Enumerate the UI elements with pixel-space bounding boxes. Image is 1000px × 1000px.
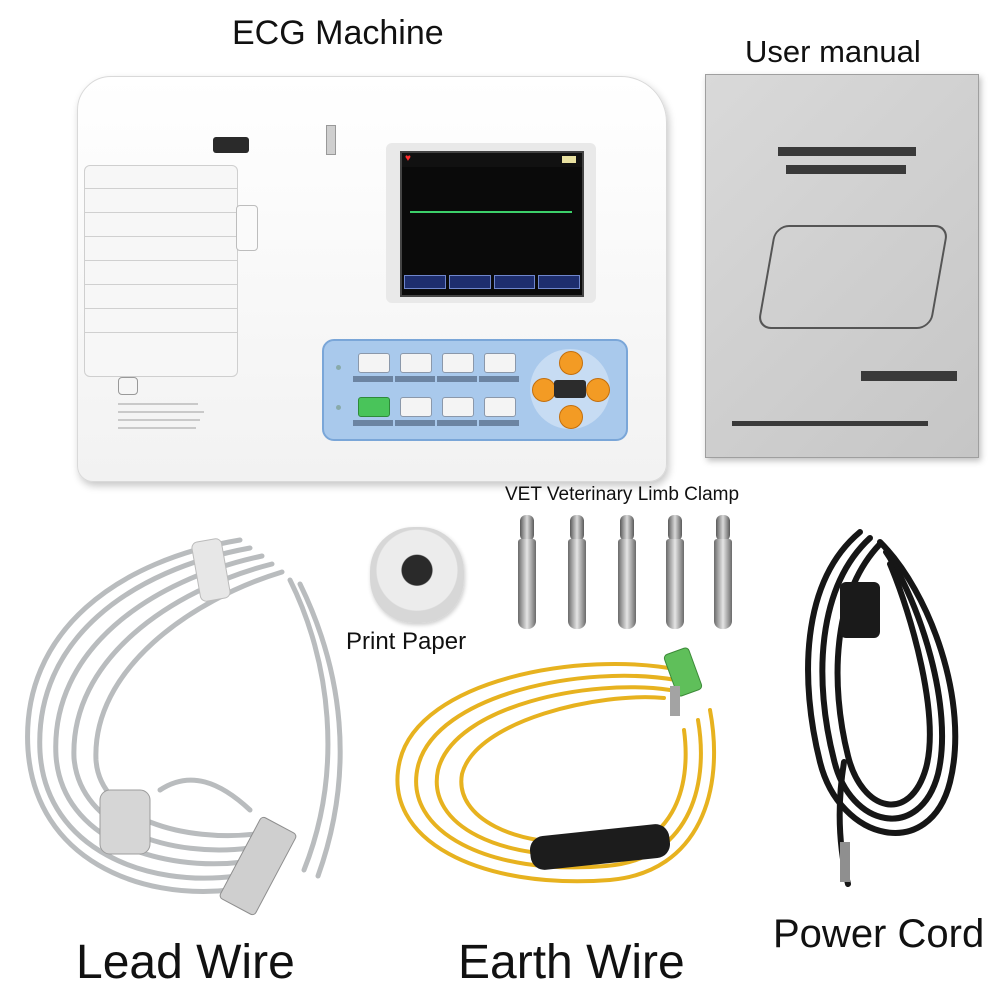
power-cord-label: Power Cord: [773, 912, 985, 956]
filter-key: [484, 397, 516, 417]
gain-key: [442, 353, 474, 373]
screen-softkey-bar: [404, 275, 580, 289]
print-key: [484, 353, 516, 373]
ecg-trace-line: [410, 211, 572, 213]
earth-wire-clip: [529, 824, 671, 870]
manual-cover-title: [778, 147, 938, 177]
power-cord-plug: [840, 582, 880, 638]
limb-clamp: [516, 515, 538, 633]
earth-wire-image: [395, 647, 717, 884]
screen-softkey: [404, 275, 446, 289]
manual-cover-subtitle: [861, 371, 957, 381]
earth-wire-plug: [663, 647, 703, 697]
set-key: [554, 380, 586, 398]
lead-wire-image: [25, 537, 343, 916]
lead-wire-label: Lead Wire: [76, 936, 295, 989]
screen-softkey: [448, 275, 491, 289]
machine-lcd-screen: ♥: [400, 151, 584, 297]
power-cord-pin: [840, 842, 850, 882]
screen-status-bar: ♥: [402, 153, 582, 167]
manual-device-illustration: [756, 225, 950, 329]
user-manual-label: User manual: [745, 34, 921, 69]
left-arrow-icon: [532, 378, 556, 402]
limb-clamp: [616, 515, 638, 633]
limb-clamp: [712, 515, 734, 633]
fine-print: [118, 427, 196, 429]
print-paper-roll: [370, 527, 464, 623]
right-arrow-icon: [586, 378, 610, 402]
machine-cable-jack: [326, 125, 336, 155]
fine-print: [118, 411, 204, 413]
limb-clamp-label: VET Veterinary Limb Clamp: [505, 484, 740, 505]
navigation-pad: [530, 349, 610, 429]
power-cord-image: [805, 529, 959, 887]
indicator-light: [336, 405, 341, 410]
indicator-light: [336, 365, 341, 370]
ecg-machine-image: ♥: [77, 76, 667, 482]
fine-print: [118, 419, 200, 421]
screen-softkey: [538, 275, 580, 289]
ecg-machine-label: ECG Machine: [232, 14, 444, 52]
screen-softkey: [493, 275, 536, 289]
up-arrow-icon: [559, 351, 583, 375]
down-arrow-icon: [559, 405, 583, 429]
machine-control-panel: [322, 339, 628, 441]
printer-door: [84, 165, 238, 377]
speed-key: [442, 397, 474, 417]
battery-icon: [562, 156, 576, 163]
lead-wire-splitter: [99, 789, 151, 855]
lead-wire-connector: [219, 816, 297, 916]
mode-key: [400, 353, 432, 373]
earth-wire-pin: [670, 686, 680, 716]
defib-proof-icon: [118, 377, 138, 395]
printer-door-latch: [236, 205, 258, 251]
start-stop-key: [358, 353, 390, 373]
earth-wire-label: Earth Wire: [458, 936, 685, 989]
fine-print: [118, 403, 198, 405]
limb-clamp: [566, 515, 588, 633]
user-manual-image: [705, 74, 979, 458]
print-paper-label: Print Paper: [346, 628, 467, 655]
cable-tie: [191, 538, 231, 602]
heart-icon: ♥: [405, 153, 411, 164]
machine-top-port: [213, 137, 249, 153]
power-key: [358, 397, 390, 417]
limb-clamp: [664, 515, 686, 633]
manual-cover-publisher: [732, 421, 928, 426]
channel-key: [400, 397, 432, 417]
